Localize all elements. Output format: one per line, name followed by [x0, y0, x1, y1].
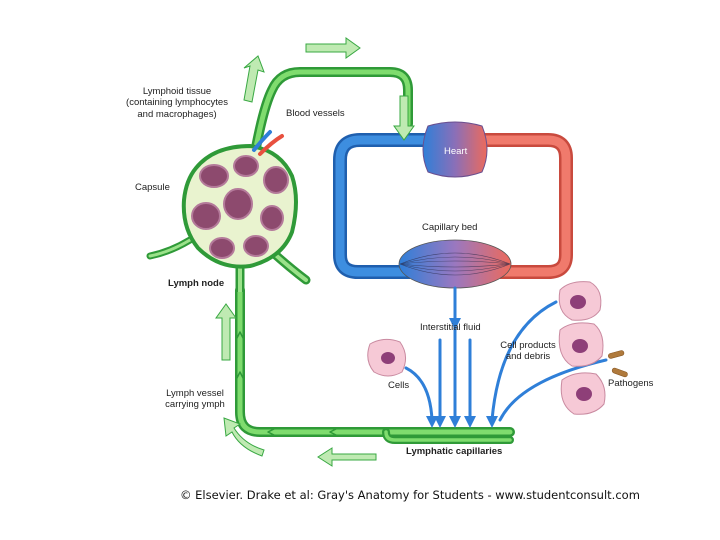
label-cell-products: Cell products and debris	[500, 340, 556, 363]
label-pathogens: Pathogens	[608, 378, 654, 389]
label-blood-vessels: Blood vessels	[286, 108, 345, 119]
label-capsule: Capsule	[135, 182, 170, 193]
blood-circuit	[333, 121, 573, 289]
tissue-cells	[367, 281, 606, 415]
label-capillary-bed: Capillary bed	[422, 222, 478, 233]
flow-arrows	[215, 37, 415, 467]
label-cells: Cells	[388, 380, 410, 391]
heart-shape	[422, 121, 488, 178]
label-lymph-vessel: Lymph vessel carrying ymph	[165, 388, 225, 411]
label-lymphoid-tissue: Lymphoid tissue (containing lymphocytes …	[126, 86, 228, 120]
pathogens-shape	[608, 350, 628, 378]
label-heart: Heart	[444, 146, 468, 157]
copyright-credit: © Elsevier. Drake et al: Gray's Anatomy …	[180, 488, 640, 502]
label-lymph-node: Lymph node	[168, 278, 225, 289]
lymph-vessels	[235, 67, 515, 444]
lymph-node-shape	[146, 130, 311, 292]
label-lymphatic-capillaries: Lymphatic capillaries	[406, 446, 503, 457]
label-interstitial-fluid: Interstitial fluid	[420, 322, 481, 333]
arrowheads	[426, 318, 498, 428]
capillary-bed-shape	[398, 239, 512, 289]
